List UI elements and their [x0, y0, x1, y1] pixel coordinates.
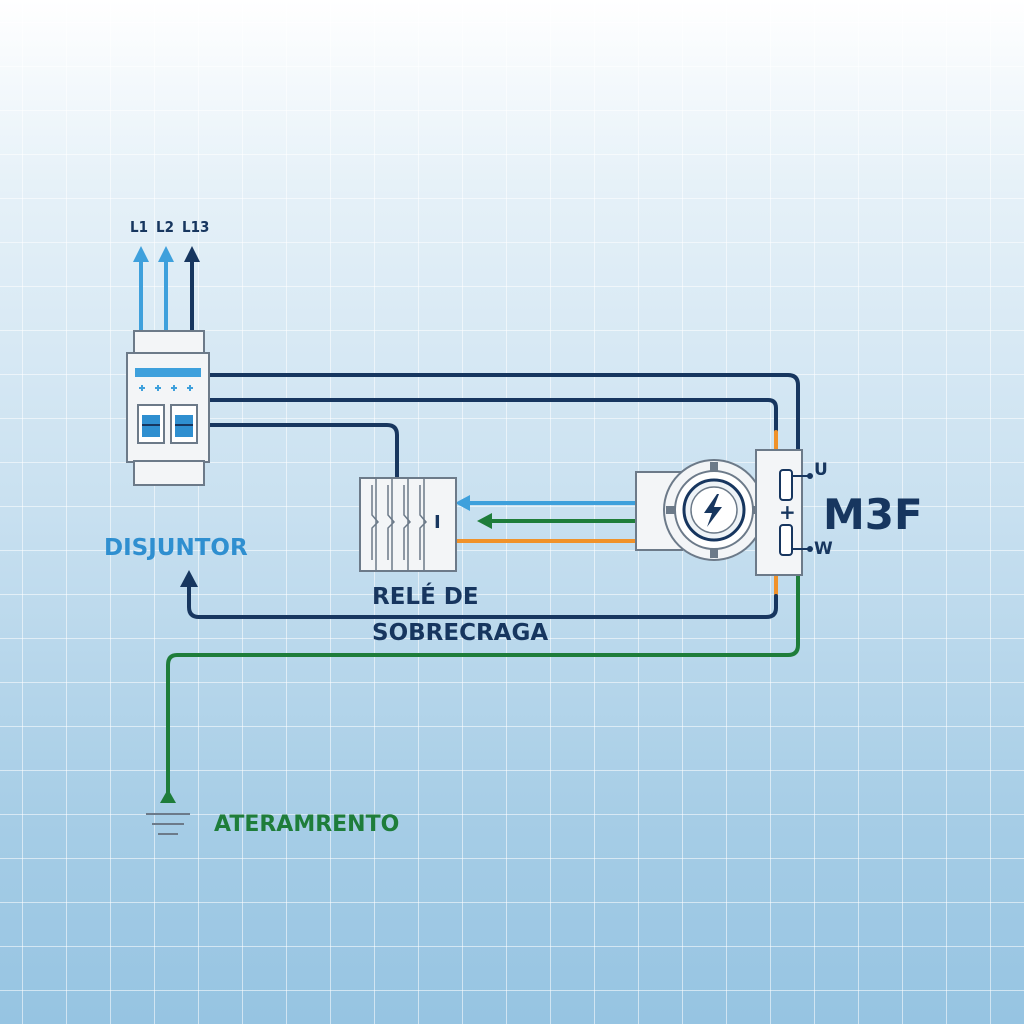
return-arrow — [180, 570, 198, 587]
phase-label-l3: L13 — [182, 218, 210, 236]
circuit-breaker — [126, 330, 210, 486]
phase-l1-arrow — [133, 246, 149, 262]
feedback-green-arrow — [477, 513, 492, 529]
motor — [635, 449, 813, 576]
feedback-blue-arrow — [455, 495, 470, 511]
overload-relay — [359, 477, 457, 572]
terminal-plus-label: + — [779, 500, 796, 524]
relay-wires — [455, 495, 636, 543]
wire-ground — [166, 573, 800, 798]
breaker-bottom-cap — [133, 460, 205, 486]
terminal-u-label: U — [814, 460, 828, 480]
phase-label-l2: L2 — [156, 218, 174, 236]
ground-arrow — [160, 789, 176, 803]
wire-return-breaker — [187, 584, 778, 619]
ground-label: ATERAMRENTO — [214, 812, 400, 837]
breaker-top-cap — [133, 330, 205, 355]
motor-label: M3F — [823, 490, 923, 539]
wire-breaker-motor-2 — [206, 398, 778, 434]
lightning-icon — [704, 494, 722, 527]
terminal-w-slot — [779, 524, 793, 556]
wire-breaker-relay — [206, 423, 399, 480]
phase-l3-arrow — [184, 246, 200, 262]
terminal-u-slot — [779, 469, 793, 501]
phase-wires — [133, 246, 200, 332]
ground-icon — [146, 813, 190, 835]
power-wires — [160, 373, 800, 803]
relay-label-line1: RELÉ DE — [372, 584, 479, 610]
phase-label-l1: L1 — [130, 218, 148, 236]
phase-l2-arrow — [158, 246, 174, 262]
relay-symbol: I — [434, 512, 441, 533]
breaker-plus-marks — [139, 385, 193, 391]
breaker-label: DISJUNTOR — [104, 535, 248, 561]
motor-terminal-box — [755, 449, 803, 576]
wire-breaker-motor-1 — [206, 373, 800, 452]
breaker-indicator-strip — [135, 368, 201, 377]
terminal-w-label: W — [814, 539, 833, 559]
relay-label-line2: SOBRECRAGA — [372, 620, 549, 646]
